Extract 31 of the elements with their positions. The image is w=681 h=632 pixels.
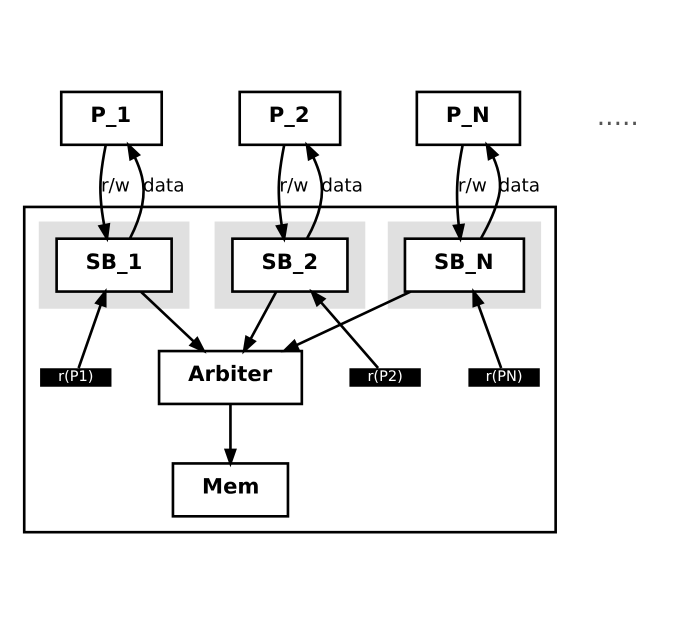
edge-label: r/w	[100, 175, 130, 196]
edge-label: r/w	[279, 175, 308, 196]
node-box: r(PN)	[468, 368, 540, 387]
arrow	[275, 144, 288, 243]
arrow	[224, 404, 237, 468]
arrow	[126, 142, 145, 240]
arrow	[98, 144, 110, 242]
node-box: SB_2	[231, 237, 349, 293]
node-box: Arbiter	[158, 350, 304, 406]
arrow	[140, 290, 207, 354]
edge-label: r/w	[458, 175, 487, 196]
arrow	[480, 141, 502, 240]
label: .....	[596, 100, 639, 132]
node-box: P_1	[60, 90, 164, 146]
node-box: SB_1	[55, 237, 173, 293]
arrow	[472, 288, 502, 368]
arrow	[280, 290, 412, 353]
node-box: SB_N	[404, 237, 526, 293]
edge-label: data	[142, 175, 185, 196]
arrow	[305, 142, 324, 240]
arrow	[242, 291, 278, 354]
node-box: P_2	[238, 90, 342, 146]
edge-label: data	[498, 175, 540, 196]
node-box: r(P2)	[349, 368, 421, 387]
arrow	[77, 288, 107, 368]
cluster	[22, 206, 557, 534]
arrow	[452, 144, 466, 243]
arrow	[309, 288, 380, 369]
node-box: r(P1)	[40, 368, 112, 387]
node-box: P_N	[416, 90, 522, 146]
node-box: Mem	[172, 462, 290, 518]
